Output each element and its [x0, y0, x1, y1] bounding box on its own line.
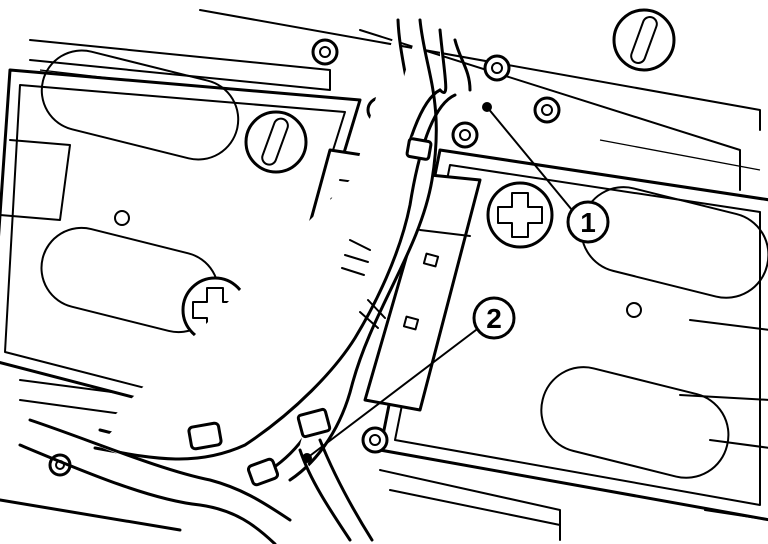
right-positive-terminal: [486, 181, 554, 249]
right-battery: [363, 8, 768, 522]
left-negative-terminal: [244, 110, 308, 174]
callout-2-label: 2: [486, 303, 502, 334]
callout-1-label: 1: [580, 207, 596, 238]
callout-2: 2: [472, 296, 516, 340]
leader-lines: [302, 102, 573, 463]
callout-1: 1: [566, 200, 610, 244]
cable-harness: [0, 18, 472, 544]
right-negative-terminal: [612, 8, 676, 72]
